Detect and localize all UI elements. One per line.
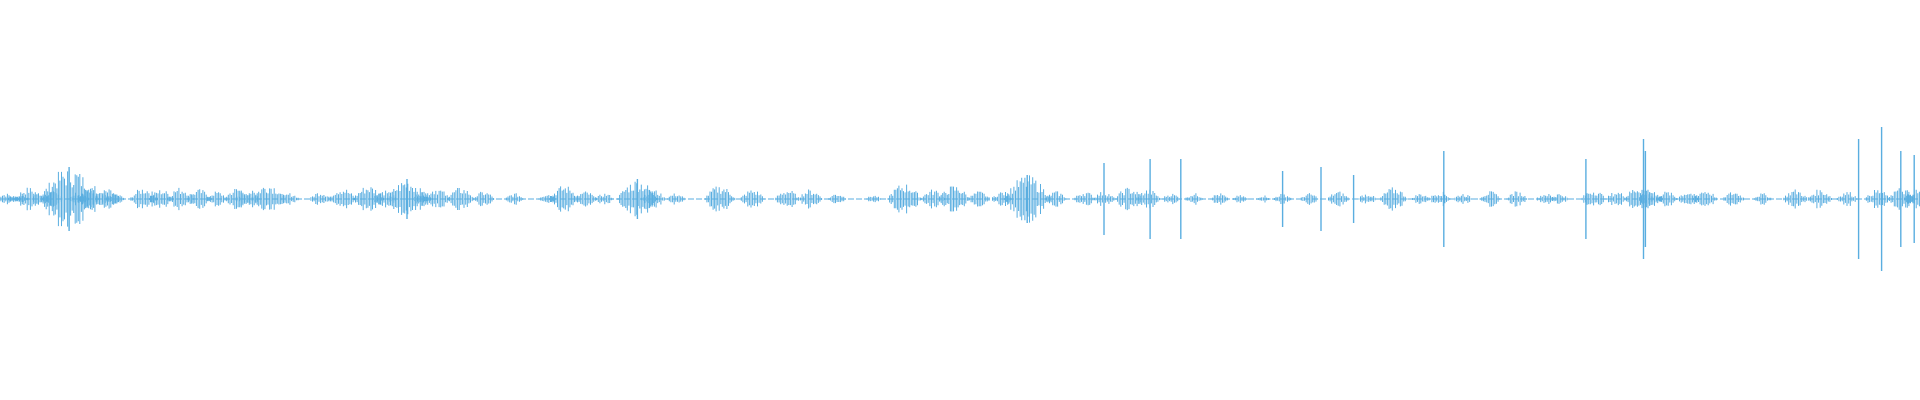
waveform-burst	[328, 189, 356, 209]
waveform-burst	[1185, 193, 1203, 205]
waveform-burst	[130, 189, 158, 209]
waveform-burst	[1454, 194, 1472, 204]
waveform-burst	[1380, 187, 1408, 211]
waveform-burst	[1256, 195, 1271, 203]
waveform-burst	[640, 190, 665, 208]
waveform-burst	[505, 193, 524, 205]
waveform-burst	[887, 184, 922, 214]
waveform-burst	[1093, 192, 1115, 206]
waveform-burst	[1808, 189, 1832, 209]
waveform-burst	[1300, 193, 1319, 205]
waveform-burst	[828, 194, 846, 204]
waveform-burst	[939, 186, 970, 212]
waveform-burst	[1273, 193, 1292, 205]
waveform-burst	[1723, 192, 1744, 206]
waveform-burst	[1479, 191, 1501, 207]
waveform-burst	[1045, 191, 1067, 207]
waveform-burst	[1656, 191, 1677, 207]
waveform-burst	[596, 193, 614, 205]
waveform-burst	[422, 190, 450, 208]
waveform-burst	[538, 195, 556, 203]
waveform-bursts	[0, 169, 1920, 229]
waveform-burst	[1550, 194, 1568, 204]
waveform-burst	[1836, 192, 1858, 206]
waveform-burst	[1429, 191, 1451, 207]
waveform-burst	[473, 191, 495, 207]
waveform-burst	[575, 191, 596, 207]
waveform-burst	[1210, 193, 1228, 205]
waveform-burst	[866, 195, 881, 203]
waveform-burst	[1233, 195, 1248, 203]
waveform-burst	[1753, 193, 1772, 205]
waveform-burst	[704, 186, 736, 212]
waveform-burst	[1506, 191, 1528, 207]
waveform-spikes	[68, 127, 1915, 271]
waveform-burst	[187, 189, 212, 209]
waveform-burst	[1358, 194, 1376, 204]
waveform-burst	[667, 193, 685, 205]
waveform-burst	[968, 191, 990, 207]
waveform-burst	[1887, 188, 1915, 210]
waveform-burst	[1693, 192, 1717, 206]
waveform-burst	[1677, 193, 1698, 205]
waveform-burst	[1328, 191, 1349, 207]
waveform-burst	[447, 188, 475, 210]
waveform-burst	[798, 189, 823, 209]
waveform-burst	[106, 193, 124, 205]
waveform-burst	[1783, 189, 1808, 209]
waveform-burst	[281, 193, 299, 205]
waveform-burst	[1162, 193, 1180, 205]
waveform-burst	[1412, 194, 1430, 204]
waveform-burst	[740, 190, 765, 208]
